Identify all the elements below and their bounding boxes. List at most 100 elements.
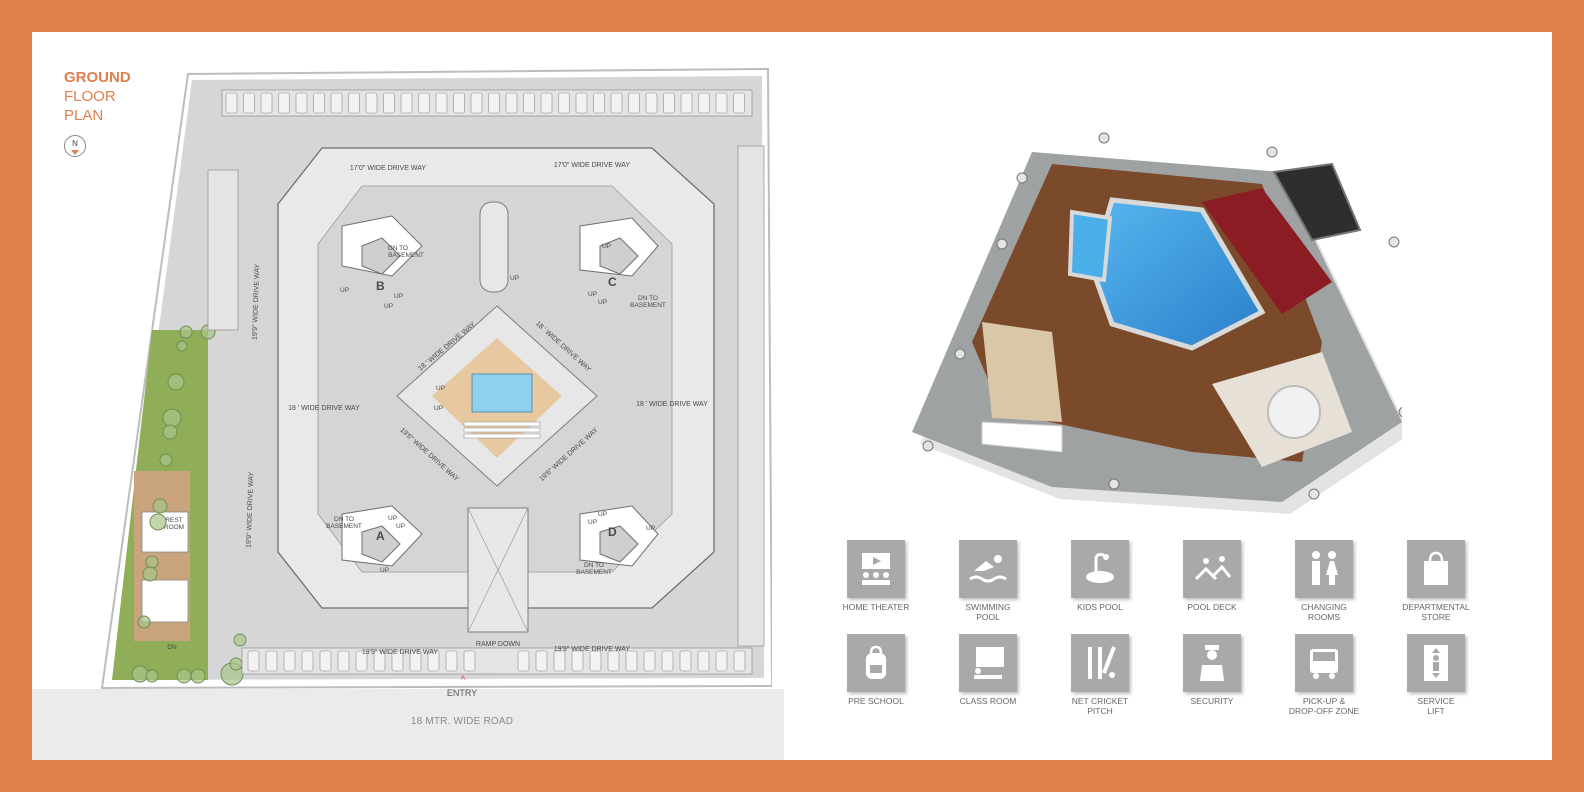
amenity-tile xyxy=(1183,634,1241,692)
rest-room-label-2: ROOM xyxy=(164,524,184,531)
title-line-3: PLAN xyxy=(64,107,104,124)
cricket-icon xyxy=(1088,646,1116,679)
parking-slot xyxy=(488,92,500,114)
amenity-item: SWIMMING POOL xyxy=(938,540,1038,622)
parking-slot xyxy=(505,92,518,114)
parking-row-right xyxy=(737,145,765,647)
amenity-label: PICK-UP & DROP-OFF ZONE xyxy=(1288,696,1360,716)
amenity-label: POOL DECK xyxy=(1187,602,1237,612)
parking-slot xyxy=(453,92,465,114)
parking-slot xyxy=(355,650,368,672)
parking-slot xyxy=(243,92,255,114)
parking-slot xyxy=(418,92,430,114)
parking-slot xyxy=(523,92,535,114)
lounge xyxy=(981,421,1063,453)
pool-deck-icon xyxy=(1194,556,1232,581)
title-line-1: GROUND xyxy=(64,69,131,86)
up-label: UP xyxy=(394,293,403,300)
basement-label-d: BASEMENT xyxy=(576,569,612,576)
parking-slot xyxy=(517,650,530,672)
parking-slot xyxy=(628,92,640,114)
amenity-label: DEPARTMENTAL STORE xyxy=(1402,602,1470,622)
dn-to-label-d: DN TO xyxy=(584,562,604,569)
amenity-tile xyxy=(1183,540,1241,598)
amenity-item: PRE SCHOOL xyxy=(826,634,926,707)
parking-slot xyxy=(400,92,413,114)
parking-slots-top xyxy=(225,92,745,114)
entry-label: ENTRY xyxy=(446,688,478,698)
wing-a xyxy=(341,505,423,567)
ramp-up-top xyxy=(479,201,509,293)
parking-slot xyxy=(463,650,476,672)
amenity-tile xyxy=(959,540,1017,598)
swimming-icon xyxy=(969,555,1007,583)
wing-label-b: B xyxy=(376,279,385,293)
amenity-label: NET CRICKET PITCH xyxy=(1071,696,1129,716)
amenity-item: NET CRICKET PITCH xyxy=(1050,634,1150,716)
amenity-item: POOL DECK xyxy=(1162,540,1262,613)
up-label: UP xyxy=(646,525,655,532)
parking-slot xyxy=(348,92,360,114)
up-label: UP xyxy=(436,385,445,392)
changing-rooms-icon xyxy=(1312,551,1338,585)
wing-label-a: A xyxy=(376,529,385,543)
parking-slot xyxy=(278,92,290,114)
up-label: UP xyxy=(588,291,597,298)
basement-label-b: BASEMENT xyxy=(388,252,424,259)
parking-slot xyxy=(225,92,238,114)
backpack-icon xyxy=(866,645,886,679)
parking-slot xyxy=(445,650,458,672)
parking-slot xyxy=(435,92,448,114)
parking-slot xyxy=(295,92,308,114)
basement-label-a: BASEMENT xyxy=(326,523,362,530)
amenity-item: PICK-UP & DROP-OFF ZONE xyxy=(1274,634,1374,716)
parking-slot xyxy=(330,92,343,114)
parking-slot xyxy=(625,650,638,672)
up-label: UP xyxy=(396,523,405,530)
amenity-label: PRE SCHOOL xyxy=(848,696,904,706)
drive-label-bottom-right: 19'9" WIDE DRIVE WAY xyxy=(554,646,631,653)
basement-label-c: BASEMENT xyxy=(630,302,666,309)
amenity-tile xyxy=(1407,634,1465,692)
central-pool xyxy=(471,373,533,413)
parking-slot xyxy=(697,650,710,672)
entry-arrow-icon: ^ xyxy=(460,675,466,686)
road-label: 18 MTR. WIDE ROAD xyxy=(410,716,514,727)
amenity-item: SERVICE LIFT xyxy=(1386,634,1486,716)
drive-label-left-lower: 19'9" WIDE DRIVE WAY xyxy=(246,471,256,548)
dn-to-label-c: DN TO xyxy=(638,295,658,302)
amenity-item: HOME THEATER xyxy=(826,540,926,613)
up-label: UP xyxy=(434,405,443,412)
parking-slot xyxy=(283,650,296,672)
amenity-item: KIDS POOL xyxy=(1050,540,1150,613)
parking-slot xyxy=(470,92,483,114)
amenity-label: CHANGING ROOMS xyxy=(1301,602,1347,622)
parking-slot xyxy=(383,92,395,114)
parking-slot xyxy=(301,650,314,672)
parking-slot xyxy=(661,650,674,672)
up-label: UP xyxy=(598,511,607,518)
parking-slot xyxy=(680,92,693,114)
parking-slot xyxy=(558,92,570,114)
pillars xyxy=(922,132,1402,500)
parking-slot xyxy=(698,92,710,114)
rest-room-label-1: REST xyxy=(165,517,182,524)
amenity-label: SWIMMING POOL xyxy=(965,602,1011,622)
amenity-item: SECURITY xyxy=(1162,634,1262,707)
amenity-item: CHANGING ROOMS xyxy=(1274,540,1374,622)
parking-slot xyxy=(260,92,273,114)
parking-slot xyxy=(663,92,675,114)
parking-slot xyxy=(373,650,386,672)
parking-slot xyxy=(715,650,728,672)
parking-slot xyxy=(540,92,553,114)
road xyxy=(32,689,784,760)
drive-label-left-upper: 19'9" WIDE DRIVE WAY xyxy=(252,263,262,340)
amenity-label: SECURITY xyxy=(1190,696,1234,706)
kids-pool-icon xyxy=(1086,553,1114,583)
dn-to-label-b: DN TO xyxy=(388,245,408,252)
up-label: UP xyxy=(510,275,519,282)
amenity-item: CLASS ROOM xyxy=(938,634,1038,707)
amenities-3d-render xyxy=(912,132,1402,514)
wing-c xyxy=(579,217,659,277)
parking-slot xyxy=(643,650,656,672)
